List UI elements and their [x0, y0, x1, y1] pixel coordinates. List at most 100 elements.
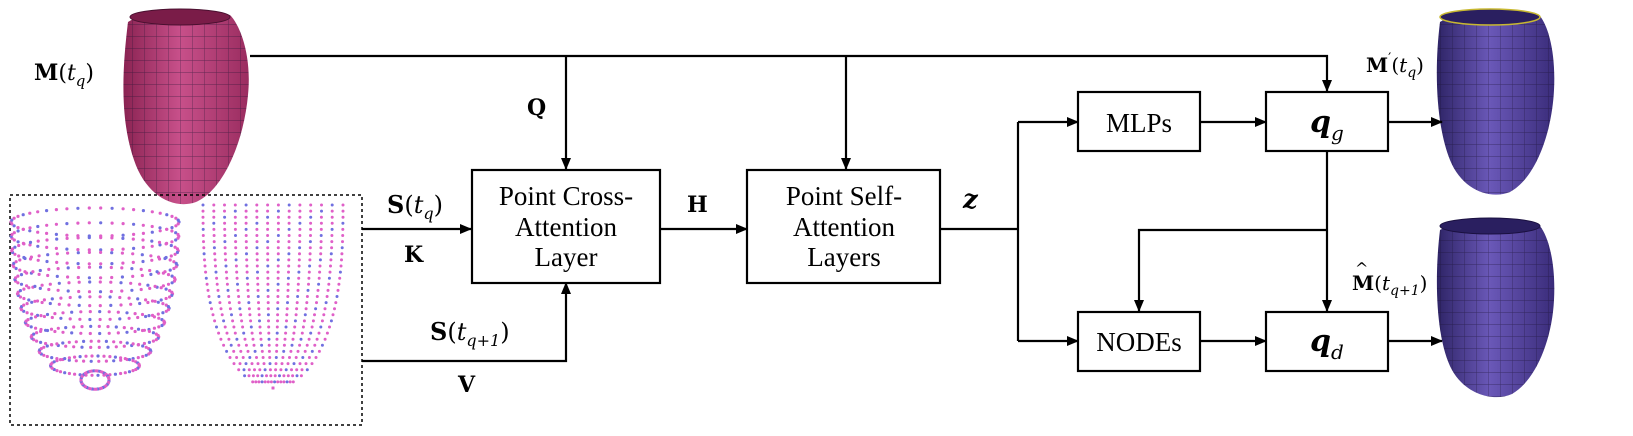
point — [204, 276, 208, 280]
point — [16, 214, 20, 218]
point — [39, 340, 43, 344]
point — [114, 345, 118, 349]
point — [292, 331, 296, 335]
point — [121, 222, 125, 226]
point — [98, 290, 103, 294]
point — [341, 227, 345, 231]
point — [276, 209, 280, 213]
point — [314, 307, 318, 311]
point — [125, 311, 129, 315]
point — [66, 275, 70, 279]
point — [304, 307, 308, 311]
point — [89, 359, 93, 363]
point — [296, 349, 300, 353]
point — [303, 313, 307, 317]
point — [137, 362, 141, 366]
point — [163, 256, 167, 261]
mlps-box — [1076, 90, 1202, 153]
point — [19, 273, 24, 277]
point — [47, 287, 51, 292]
point — [119, 371, 123, 376]
point — [140, 273, 144, 278]
point — [327, 282, 331, 286]
point — [244, 246, 248, 250]
point — [136, 343, 140, 347]
point — [99, 276, 103, 280]
point — [87, 248, 91, 252]
point — [138, 301, 142, 306]
point — [280, 362, 284, 366]
point — [268, 362, 272, 366]
point — [286, 374, 290, 378]
point — [88, 295, 92, 299]
point — [140, 312, 145, 317]
point — [147, 340, 151, 344]
point — [22, 242, 26, 246]
point — [112, 340, 116, 344]
point — [78, 295, 82, 299]
point — [144, 298, 148, 302]
point — [50, 343, 54, 347]
point — [87, 262, 91, 266]
point — [52, 360, 56, 364]
point — [266, 258, 270, 262]
point — [90, 373, 94, 377]
s-tq-close: ) — [434, 191, 443, 219]
point — [98, 280, 102, 284]
point — [164, 242, 168, 246]
point — [18, 295, 22, 299]
point — [57, 281, 61, 285]
point — [131, 237, 135, 241]
point — [330, 215, 334, 219]
point — [276, 380, 280, 384]
point — [334, 301, 338, 305]
point — [246, 282, 250, 286]
point — [202, 246, 206, 250]
point — [120, 251, 124, 255]
point — [54, 208, 59, 212]
point — [298, 227, 302, 231]
point — [113, 372, 117, 376]
s-tq1-sub: q+1 — [466, 331, 500, 350]
point — [255, 252, 259, 256]
point — [78, 317, 82, 321]
point — [275, 349, 279, 353]
point — [266, 246, 270, 250]
point — [267, 337, 271, 341]
point — [174, 216, 178, 220]
point — [89, 324, 93, 328]
point — [31, 270, 35, 274]
point — [136, 327, 141, 331]
point — [96, 354, 100, 358]
point — [306, 288, 310, 292]
point — [22, 296, 26, 301]
point — [125, 341, 129, 345]
point — [324, 301, 328, 305]
point — [173, 252, 177, 256]
point — [49, 327, 54, 331]
point — [228, 301, 231, 305]
point — [78, 355, 82, 359]
point — [257, 301, 260, 305]
point — [241, 325, 245, 329]
point — [298, 252, 301, 256]
point — [285, 380, 289, 384]
point — [45, 259, 49, 264]
point — [308, 240, 312, 244]
s-tq-label: S(tq) — [387, 190, 443, 223]
point — [110, 248, 114, 252]
point — [212, 209, 216, 213]
point — [255, 264, 259, 268]
point — [217, 331, 221, 335]
point — [106, 325, 110, 329]
point — [165, 227, 169, 231]
point — [255, 234, 259, 237]
point — [166, 305, 170, 309]
point — [136, 297, 140, 301]
point — [291, 337, 295, 341]
point — [310, 325, 314, 329]
point — [223, 252, 227, 256]
point — [226, 288, 230, 292]
point — [141, 344, 145, 348]
